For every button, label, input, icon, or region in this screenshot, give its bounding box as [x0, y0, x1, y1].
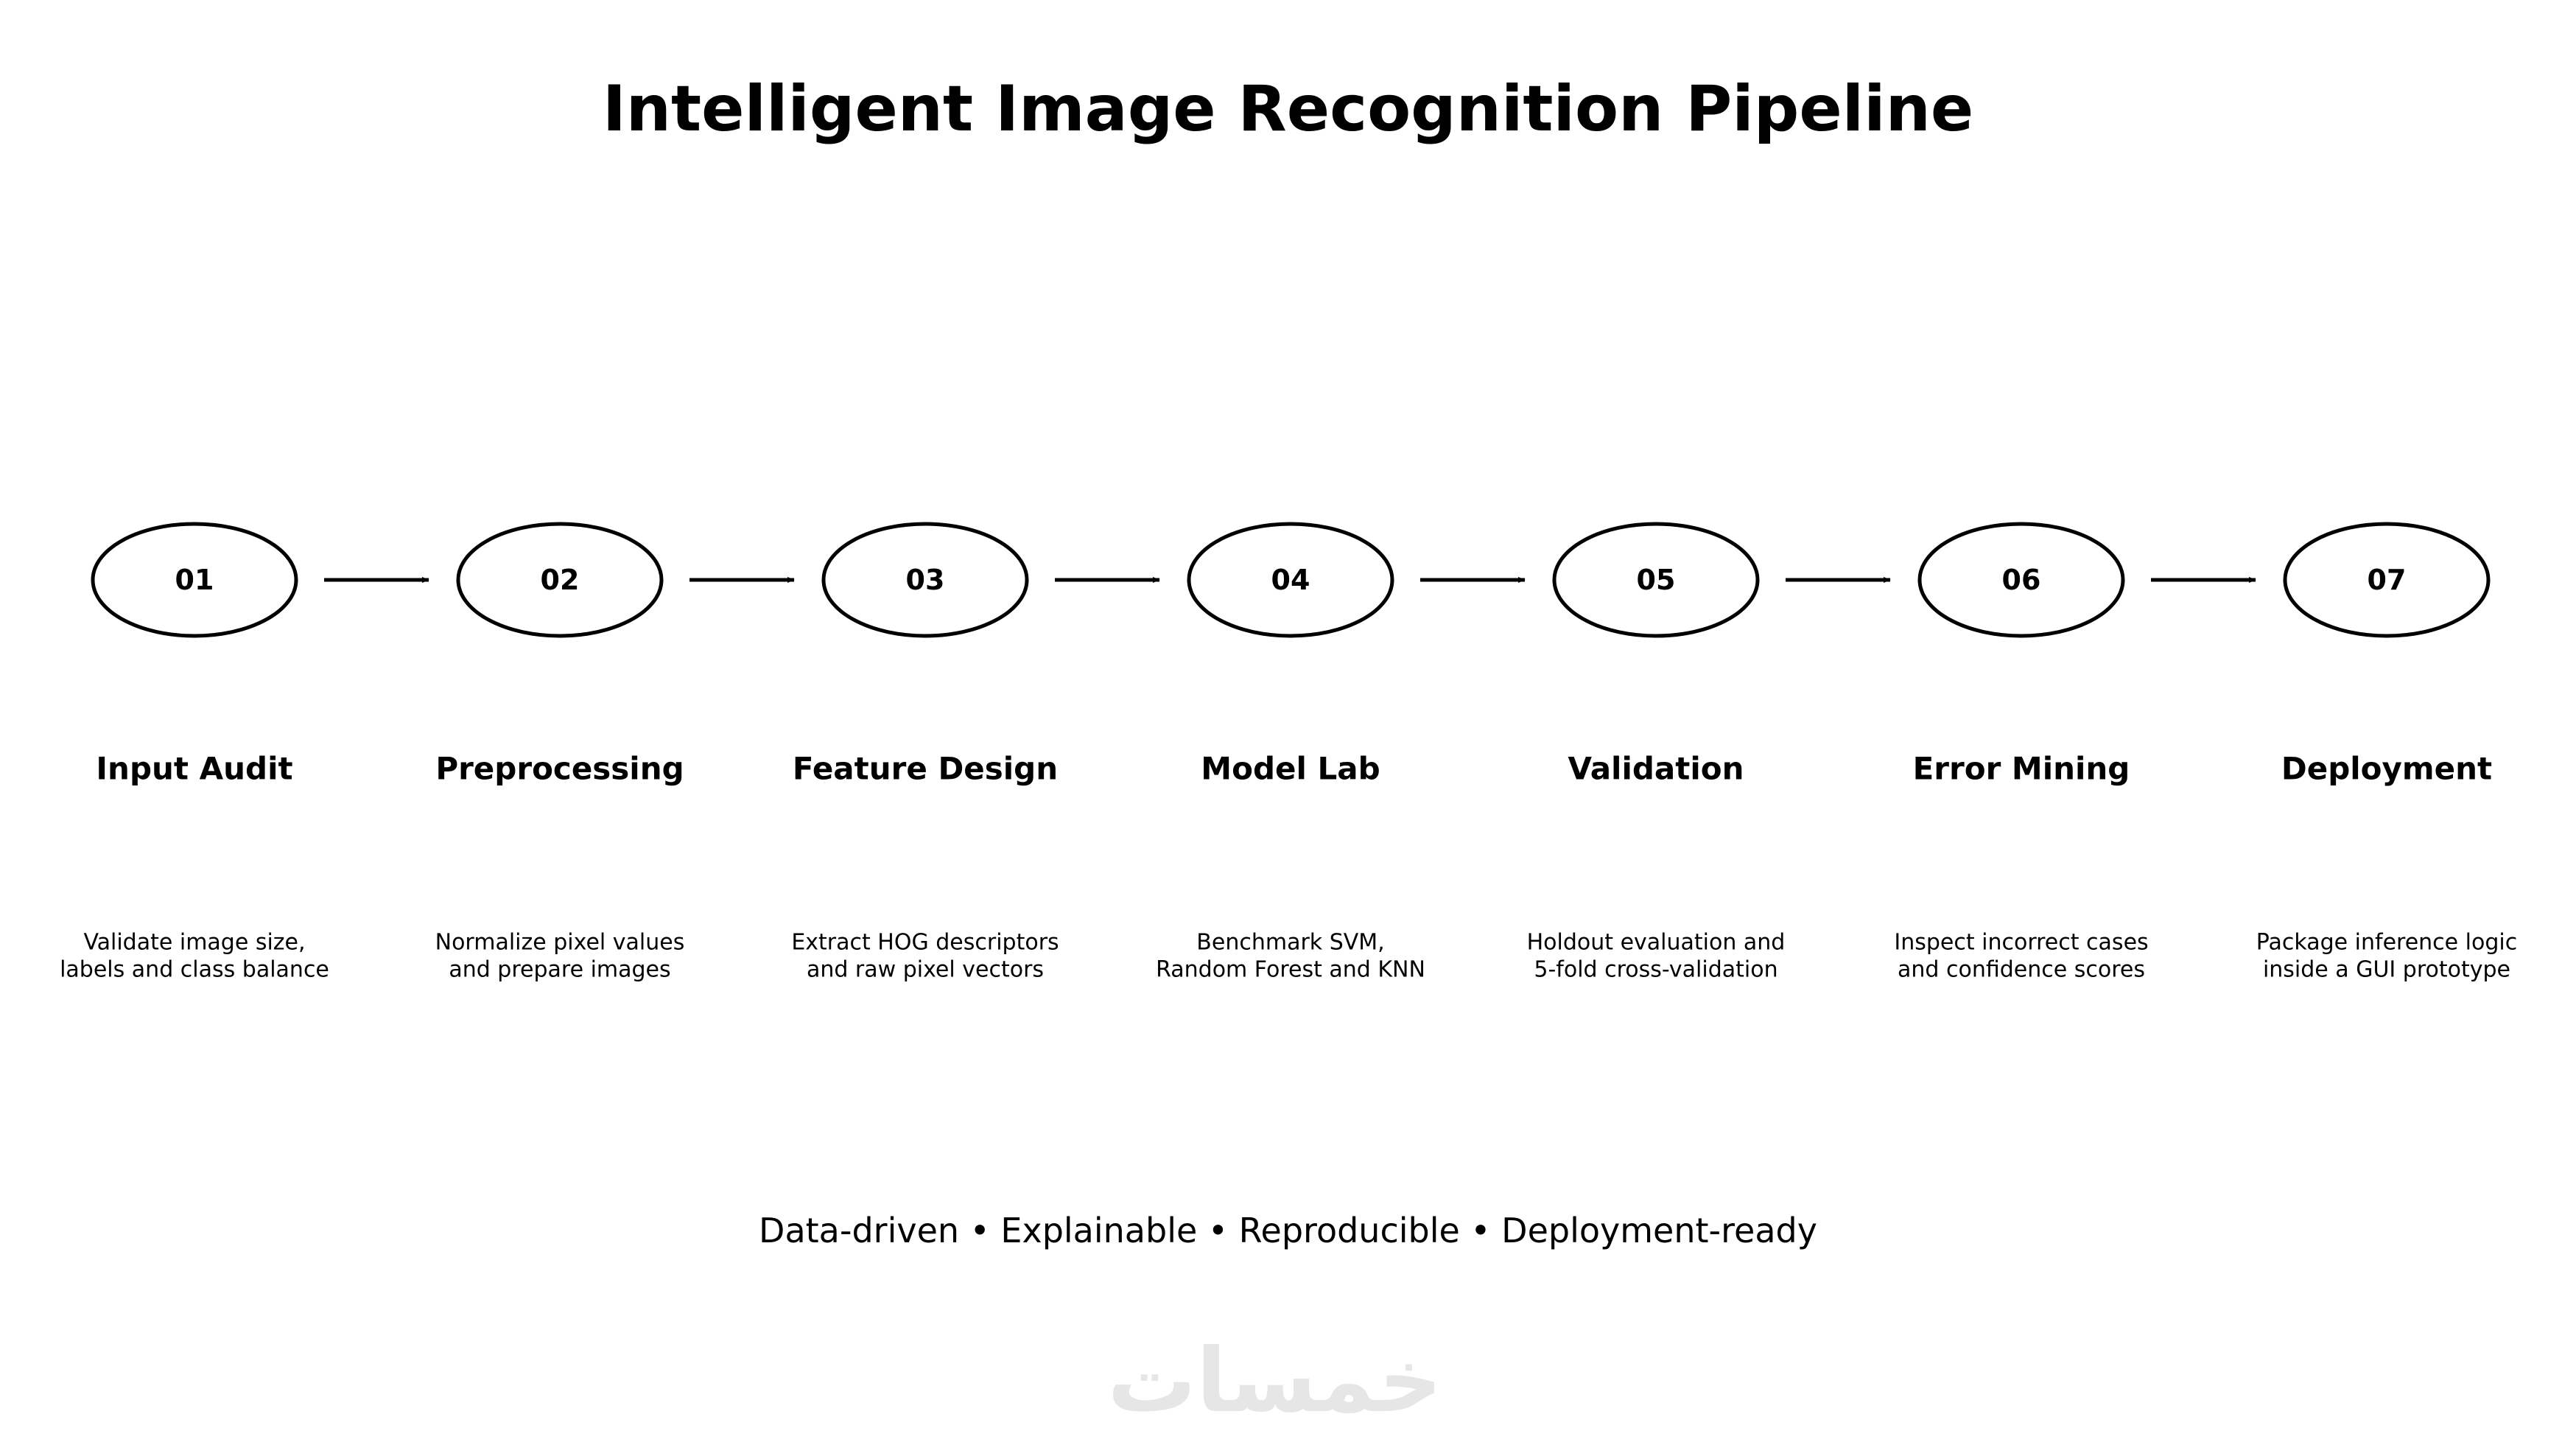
step-04-number: 04: [1271, 564, 1310, 596]
step-07-title: Deployment: [2281, 751, 2492, 787]
step-05-description-line: 5-fold cross-validation: [1534, 957, 1777, 983]
watermark-logo: خمسات: [1107, 1330, 1442, 1432]
step-03-number: 03: [906, 564, 945, 596]
step-03-description-line: Extract HOG descriptors: [791, 930, 1059, 956]
step-05-node: [1552, 522, 1760, 638]
tagline: Data-driven • Explainable • Reproducible…: [759, 1211, 1817, 1250]
step-01-number: 01: [175, 564, 214, 596]
step-03-description-line: and raw pixel vectors: [807, 957, 1044, 983]
step-04-description-line: Benchmark SVM,: [1196, 930, 1384, 956]
step-02-title: Preprocessing: [435, 751, 684, 787]
step-06-node: [1917, 522, 2125, 638]
step-07-number: 07: [2368, 564, 2407, 596]
step-06-title: Error Mining: [1913, 751, 2130, 787]
step-05-description-line: Holdout evaluation and: [1527, 930, 1786, 956]
step-01-title: Input Audit: [96, 751, 292, 787]
step-03-node: [821, 522, 1029, 638]
step-06-number: 06: [2002, 564, 2041, 596]
step-01-node: [91, 522, 298, 638]
step-06-description-line: Inspect incorrect cases: [1894, 930, 2148, 956]
step-02-number: 02: [541, 564, 580, 596]
step-04-title: Model Lab: [1201, 751, 1380, 787]
step-01-description-line: labels and class balance: [60, 957, 329, 983]
step-02-node: [456, 522, 664, 638]
step-05-number: 05: [1637, 564, 1676, 596]
step-04-node: [1187, 522, 1394, 638]
step-05-title: Validation: [1568, 751, 1744, 787]
step-07-node: [2283, 522, 2491, 638]
step-06-description-line: and confidence scores: [1898, 957, 2145, 983]
step-04-description-line: Random Forest and KNN: [1156, 957, 1425, 983]
step-03-title: Feature Design: [793, 751, 1058, 787]
step-07-description-line: Package inference logic: [2256, 930, 2517, 956]
step-02-description-line: and prepare images: [449, 957, 670, 983]
page-title: Intelligent Image Recognition Pipeline: [602, 72, 1974, 146]
step-07-description-line: inside a GUI prototype: [2263, 957, 2510, 983]
step-01-description-line: Validate image size,: [83, 930, 305, 956]
step-02-description-line: Normalize pixel values: [435, 930, 685, 956]
